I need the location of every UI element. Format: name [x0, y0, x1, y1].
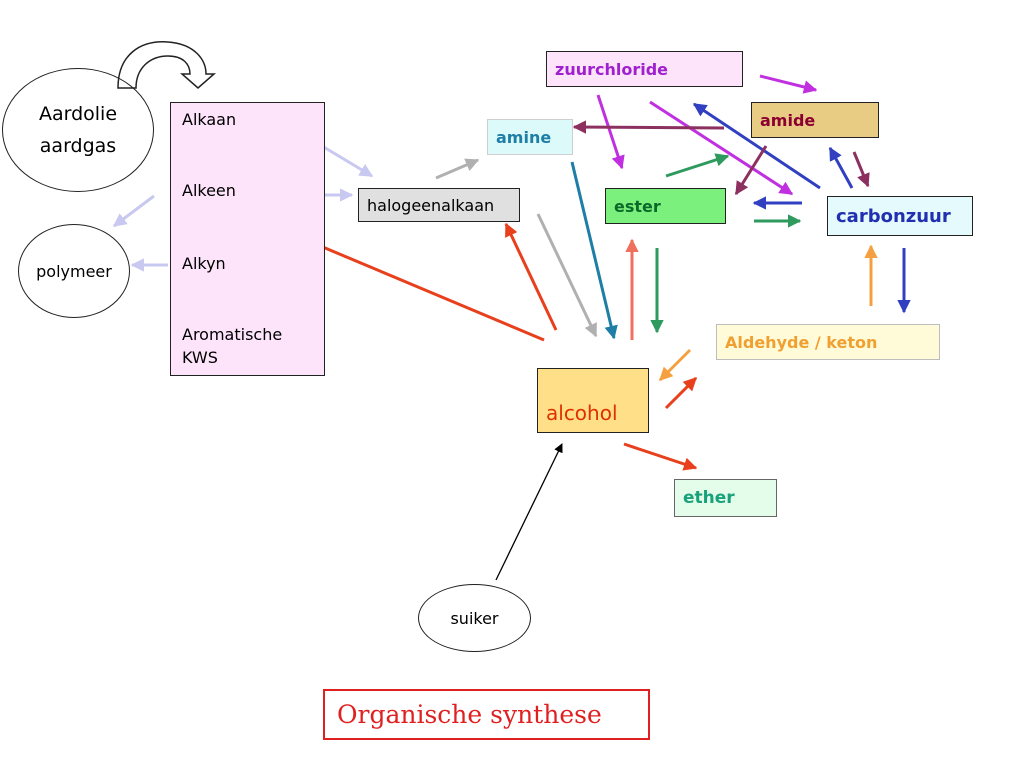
page-title: Organische synthese — [337, 700, 602, 729]
alkaan-label: Alkaan — [182, 110, 237, 129]
hydrocarbon-box — [170, 102, 325, 376]
title-box: Organische synthese — [323, 689, 650, 740]
ester-node: ester — [605, 188, 726, 224]
arrow-amine-alcohol — [570, 161, 618, 340]
amine-node: amine — [487, 119, 573, 155]
arrow-alcohol-ether — [623, 442, 698, 471]
zuurchloride-node: zuurchloride — [546, 51, 743, 87]
suiker-ellipse: suiker — [418, 584, 531, 652]
halogeenalkaan-node: halogeenalkaan — [358, 188, 520, 222]
ester-label: ester — [614, 196, 661, 216]
arrow-alcohol-halogeen — [504, 222, 558, 331]
arrow-amide-ester — [734, 145, 768, 196]
alcohol-label: alcohol — [546, 400, 618, 425]
arrow-alcohol-aldehyde — [664, 376, 698, 410]
arrow-carbonzuur-amide — [828, 146, 854, 189]
aromatisch-label-1: Aromatische — [182, 325, 283, 344]
ether-label: ether — [683, 488, 735, 508]
arrow-zuurchloride-carbonzuur — [649, 100, 794, 196]
suiker-label: suiker — [450, 608, 499, 628]
arrow-zuurchloride-amide — [759, 74, 818, 94]
halogeenalkaan-label: halogeenalkaan — [367, 195, 495, 215]
alkyn-label: Alkyn — [182, 254, 226, 273]
carbonzuur-node: carbonzuur — [827, 196, 973, 236]
arrow-alkeen-polymeer — [112, 194, 155, 228]
arrow-ester-amide — [665, 153, 730, 178]
aldehyde-keton-node: Aldehyde / keton — [716, 324, 940, 360]
carbonzuur-label: carbonzuur — [836, 205, 951, 227]
polymeer-label: polymeer — [36, 261, 112, 281]
amide-label: amide — [760, 110, 816, 130]
arrow-amide-amine — [572, 120, 725, 134]
amine-label: amine — [496, 127, 552, 147]
aldehyde-keton-label: Aldehyde / keton — [725, 332, 878, 352]
source-line2: aardgas — [39, 135, 117, 157]
arrow-aldehyde-alcohol — [658, 348, 692, 382]
source-ellipse: Aardolie aardgas — [2, 68, 154, 192]
arrow-carbonzuur-zuurchloride — [692, 102, 821, 190]
aromatisch-label-2: KWS — [182, 348, 218, 367]
amide-node: amide — [751, 102, 879, 138]
zuurchloride-label: zuurchloride — [555, 59, 669, 79]
arrow-zuurchloride-ester — [596, 94, 625, 170]
polymeer-ellipse: polymeer — [18, 224, 130, 318]
arrow-halogeen-alcohol — [536, 213, 598, 338]
cycle-arrow — [117, 41, 216, 89]
alkeen-label: Alkeen — [182, 181, 236, 200]
arrow-amide-carbonzuur — [852, 151, 870, 188]
source-line1: Aardolie — [38, 102, 118, 125]
ether-node: ether — [674, 479, 777, 517]
alcohol-node: alcohol — [537, 368, 649, 433]
arrow-halogeen-amine — [435, 158, 480, 180]
arrow-suiker-alcohol — [495, 443, 563, 581]
